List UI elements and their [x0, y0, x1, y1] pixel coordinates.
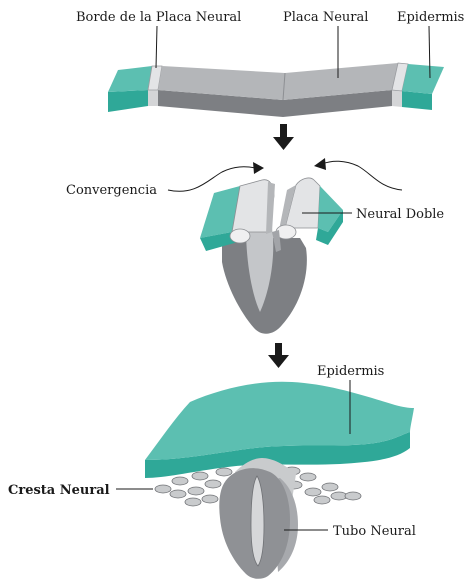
plate-left-border-front	[148, 90, 158, 106]
crest-cell	[170, 490, 186, 498]
down-arrow-2	[268, 343, 289, 368]
label-convergencia: Convergencia	[66, 183, 157, 198]
plate-right-epidermis-top	[402, 64, 444, 94]
label-epidermis-top: Epidermis	[397, 10, 464, 25]
plate-right-border-front	[392, 90, 402, 107]
down-arrow-1	[273, 124, 294, 150]
crest-cell	[188, 487, 204, 495]
crest-cell	[314, 496, 330, 504]
crest-cell	[216, 468, 232, 476]
stage-neural-plate	[108, 63, 444, 117]
crest-cell	[172, 477, 188, 485]
label-tubo-neural: Tubo Neural	[333, 524, 416, 539]
label-epidermis-bottom: Epidermis	[317, 364, 384, 379]
leader-borde-placa	[156, 26, 157, 68]
label-placa-neural: Placa Neural	[283, 10, 368, 25]
plate-left-epidermis-front	[108, 90, 148, 112]
plate-right-epidermis-front	[402, 91, 432, 110]
crest-cell	[345, 492, 361, 500]
convergence-arrow-right	[314, 158, 402, 190]
crest-cell	[192, 472, 208, 480]
label-neural-doble: Neural Doble	[356, 207, 444, 222]
label-cresta-neural: Cresta Neural	[8, 483, 110, 498]
crest-cell	[205, 480, 221, 488]
folds-left-cut	[230, 229, 250, 243]
stage-neural-folds	[200, 178, 343, 334]
crest-cell	[185, 498, 201, 506]
crest-cell	[155, 485, 171, 493]
crest-cell	[202, 495, 218, 503]
plate-left-epidermis-top	[108, 66, 152, 92]
crest-cell	[305, 488, 321, 496]
crest-cell	[300, 473, 316, 481]
crest-cell	[322, 483, 338, 491]
label-borde-placa: Borde de la Placa Neural	[76, 10, 241, 25]
stage-neural-tube	[145, 382, 414, 579]
